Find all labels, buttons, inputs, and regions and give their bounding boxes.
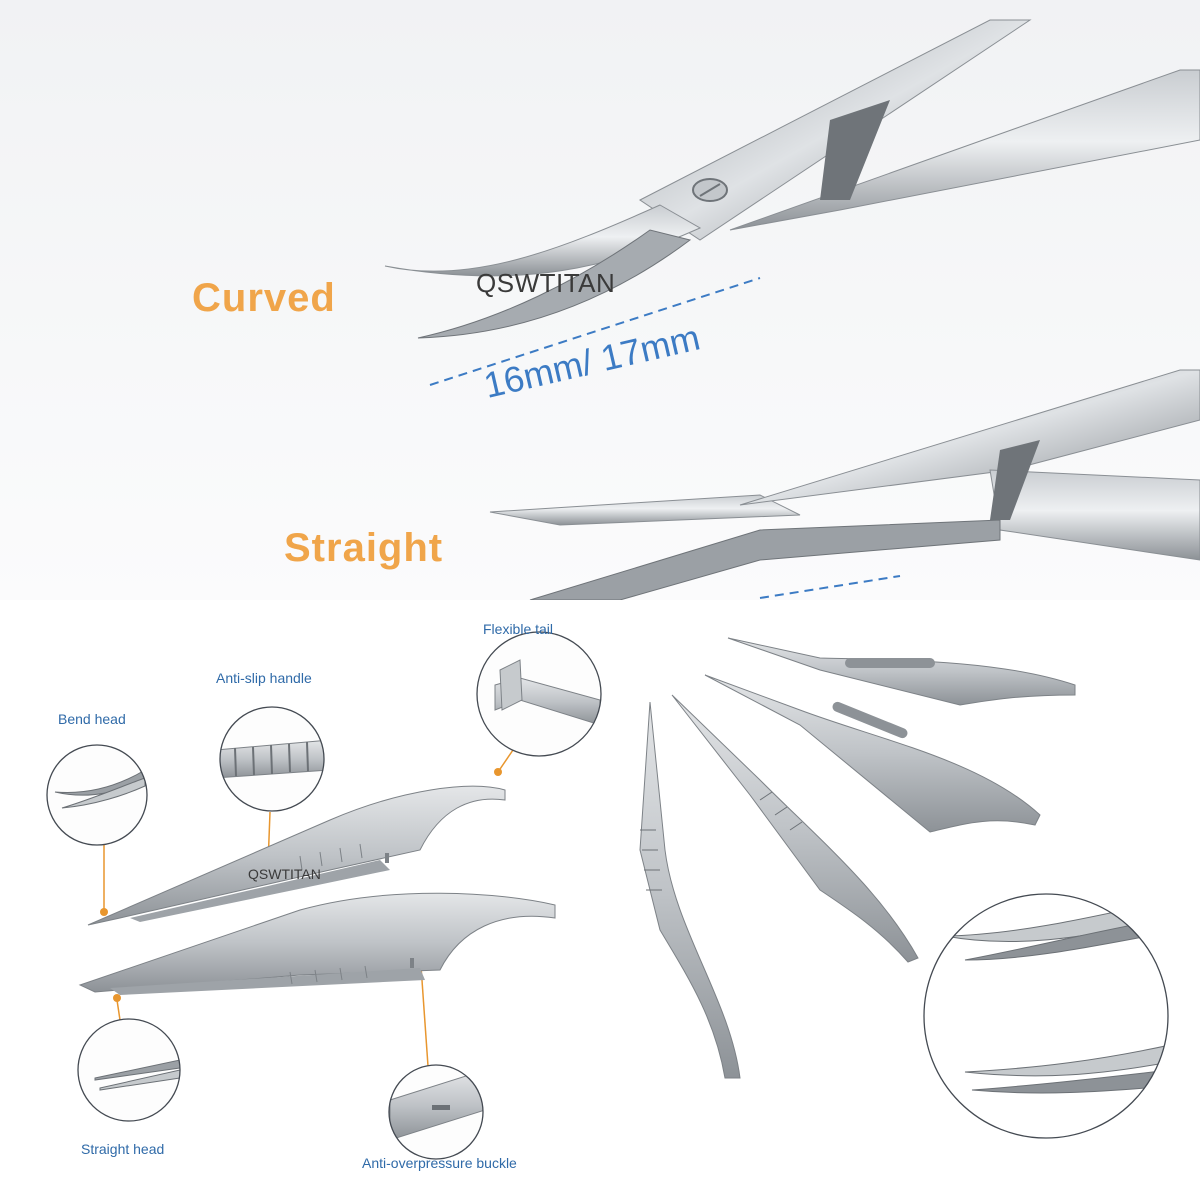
curved-scissor-full [87,785,506,926]
scissor-fan-2 [704,674,1041,833]
bend-head-caption: Bend head [58,711,126,727]
curved-label: Curved [192,276,336,320]
watermark-small: QSWTITAN [248,866,321,882]
straight-scissor [489,369,1200,600]
anti-overpressure-buckle-zoom [388,1064,484,1160]
bend-head-zoom [46,744,148,846]
anti-overpressure-buckle-caption: Anti-overpressure buckle [362,1155,517,1171]
curved-scissor [384,19,1200,339]
scissor-fan-4 [639,701,741,1079]
anti-slip-handle-caption: Anti-slip handle [216,670,312,686]
measure-line-straight [759,575,901,599]
scissor-fan-3 [671,694,919,963]
straight-label: Straight [284,526,444,570]
straight-head-caption: Straight head [81,1141,165,1157]
closeup-panel: Curved Straight 16mm/ 17mm QSWTITAN [0,0,1200,600]
scissor-fan-1 [727,637,1076,706]
features-illustration [46,631,1169,1160]
watermark: QSWTITAN [476,268,616,298]
tips-zoom [923,893,1169,1139]
straight-scissor-full [78,892,556,995]
measure-line-curved [429,277,761,386]
scissor-fan [639,637,1076,1079]
callout-leaders [103,749,514,1067]
flexible-tail-caption: Flexible tail [483,621,554,637]
anti-slip-handle-zoom [219,706,325,812]
scissor-closeup-illustration [384,19,1200,600]
flexible-tail-zoom [476,631,602,757]
features-panel: Flexible tail Anti-slip handle Bend head… [0,600,1200,1200]
straight-head-zoom [77,1018,181,1122]
